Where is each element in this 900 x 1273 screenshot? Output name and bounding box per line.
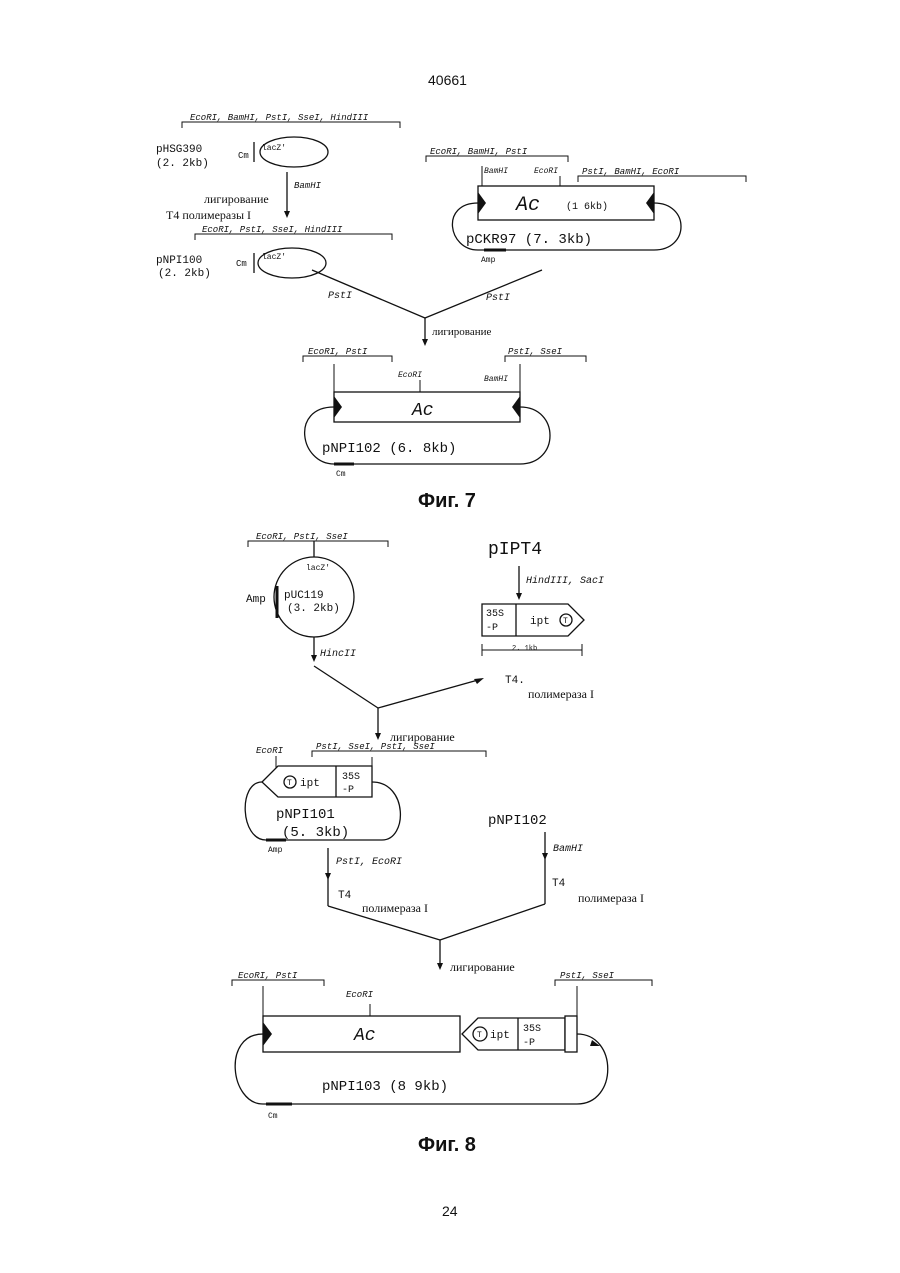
merge-right-enzyme: PstI <box>486 293 510 304</box>
phsg390-gene: lacZ' <box>262 144 286 153</box>
pnpi103-marker: Cm <box>268 1112 278 1121</box>
pnpi103-insert: Ac <box>353 1026 376 1046</box>
pnpi101-gene: ipt <box>300 778 320 790</box>
pnpi101-name: pNPI101 <box>276 807 335 823</box>
pnpi103-terminator: T <box>477 1031 482 1040</box>
pnpi101-sites-right: PstI, SseI, PstI, SseI <box>316 742 435 752</box>
puc119-plasmid: EcoRI, PstI, SseI lacZ' Amp pUC119 (3. 2… <box>246 532 388 662</box>
pnpi102-ref: pNPI102 BamHI T4 полимераза I <box>488 813 644 905</box>
step1-arrow: BamHI лигирование T4 полимеразы I <box>166 172 322 222</box>
pnpi101-enzymes: PstI, EcoRI <box>336 857 402 868</box>
pnpi102-ref-polymerase-a: T4 <box>552 878 566 890</box>
pnpi102-name: pNPI102 (6. 8kb) <box>322 441 456 457</box>
pipt4-polymerase-a: T4. <box>505 675 525 687</box>
step1-enzyme: BamHI <box>294 181 322 191</box>
pnpi102-site-bamhi: BamHI <box>484 375 508 384</box>
pnpi102-ref-name: pNPI102 <box>488 813 547 829</box>
merge2-ligation: лигирование <box>450 960 515 974</box>
pipt4-terminator: T <box>563 617 568 626</box>
pnpi102-insert: Ac <box>411 401 434 421</box>
puc119-sites: EcoRI, PstI, SseI <box>256 532 348 542</box>
pnpi102-site-ecori: EcoRI <box>398 371 422 380</box>
puc119-enzyme: HincII <box>320 648 356 660</box>
pipt4-polymerase-b: полимераза I <box>528 687 594 701</box>
pipt4-length: 2. 1kb <box>512 645 537 653</box>
pnpi101-polymerase-a: T4 <box>338 890 352 902</box>
pnpi103-plasmid: EcoRI, PstI PstI, SseI EcoRI Ac T ipt 35… <box>232 971 652 1121</box>
pnpi103-site-ecori: EcoRI <box>346 990 374 1000</box>
pipt4-enzymes: HindIII, SacI <box>526 575 604 587</box>
pnpi100-sites: EcoRI, PstI, SseI, HindIII <box>202 225 343 235</box>
pipt4-gene: ipt <box>530 616 550 628</box>
pnpi102-sites-right: PstI, SseI <box>508 347 563 357</box>
pckr97-name: pCKR97 (7. 3kb) <box>466 232 592 248</box>
phsg390-marker: Cm <box>238 151 249 161</box>
pnpi101-site-left: EcoRI <box>256 746 284 756</box>
pckr97-marker: Amp <box>481 256 496 265</box>
pnpi102-marker: Cm <box>336 470 346 479</box>
pckr97-plasmid: EcoRI, BamHI, PstI PstI, BamHI, EcoRI Ba… <box>426 147 746 265</box>
pnpi100-name: pNPI100 <box>156 255 202 267</box>
pnpi100-size: (2. 2kb) <box>158 268 211 280</box>
figure-8-diagram: EcoRI, PstI, SseI lacZ' Amp pUC119 (3. 2… <box>0 520 900 1130</box>
pnpi103-promoter2: -P <box>523 1038 535 1049</box>
pnpi101-promoter2: -P <box>342 785 354 796</box>
pnpi100-marker: Cm <box>236 259 247 269</box>
fig8-merge-1: лигирование <box>314 666 484 744</box>
pckr97-sites-right: PstI, BamHI, EcoRI <box>582 167 680 177</box>
phsg390-sites: EcoRI, BamHI, PstI, SseI, HindIII <box>190 113 369 123</box>
pckr97-sites-top: EcoRI, BamHI, PstI <box>430 147 528 157</box>
step1-polymerase: T4 полимеразы I <box>166 208 251 222</box>
phsg390-size: (2. 2kb) <box>156 158 209 170</box>
pnpi101-promoter: 35S <box>342 772 360 783</box>
figure-7-caption: Фиг. 7 <box>418 490 476 513</box>
pckr97-site-ecori: EcoRI <box>534 167 558 176</box>
pckr97-site-bamhi: BamHI <box>484 167 508 176</box>
pnpi103-gene: ipt <box>490 1030 510 1042</box>
pnpi100-gene: lacZ' <box>262 253 286 262</box>
pipt4-plasmid: pIPT4 HindIII, SacI 35S -P ipt T 2. 1kb … <box>482 540 604 701</box>
pnpi103-name: pNPI103 (8 9kb) <box>322 1079 448 1095</box>
pnpi103-sites-left: EcoRI, PstI <box>238 971 298 981</box>
pnpi100-plasmid: EcoRI, PstI, SseI, HindIII lacZ' Cm pNPI… <box>156 225 392 280</box>
puc119-gene: lacZ' <box>306 564 330 573</box>
page-number: 24 <box>442 1203 458 1219</box>
figure-7-diagram: EcoRI, BamHI, PstI, SseI, HindIII lacZ' … <box>0 0 900 500</box>
merge-left-enzyme: PstI <box>328 291 352 302</box>
merge-ligation: лигирование <box>432 326 491 338</box>
figure-8-caption: Фиг. 8 <box>418 1134 476 1157</box>
pnpi102-ref-polymerase-b: полимераза I <box>578 891 644 905</box>
pnpi103-sites-right: PstI, SseI <box>560 971 615 981</box>
pnpi101-marker: Amp <box>268 846 283 855</box>
pipt4-promoter: 35S <box>486 609 504 620</box>
pckr97-insert: Ac <box>514 194 540 217</box>
puc119-name: pUC119 <box>284 590 324 602</box>
pnpi102-sites-left: EcoRI, PstI <box>308 347 368 357</box>
pnpi101-size: (5. 3kb) <box>282 825 349 841</box>
pipt4-promoter2: -P <box>486 623 498 634</box>
puc119-size: (3. 2kb) <box>287 603 340 615</box>
pckr97-insert-size: (1 6kb) <box>566 201 608 213</box>
pnpi103-promoter: 35S <box>523 1024 541 1035</box>
step1-ligation: лигирование <box>204 192 269 206</box>
phsg390-name: pHSG390 <box>156 144 202 156</box>
fig8-merge-2: лигирование <box>328 904 545 974</box>
pnpi101-terminator: T <box>287 779 292 788</box>
puc119-marker: Amp <box>246 594 266 606</box>
pnpi101-polymerase-b: полимераза I <box>362 901 428 915</box>
phsg390-plasmid: EcoRI, BamHI, PstI, SseI, HindIII lacZ' … <box>156 113 400 170</box>
pipt4-name: pIPT4 <box>488 540 542 560</box>
pnpi102-plasmid: EcoRI, PstI PstI, SseI EcoRI BamHI Ac pN… <box>303 347 586 479</box>
pnpi101-plasmid: EcoRI PstI, SseI, PstI, SseI T ipt 35S -… <box>245 742 486 915</box>
fig7-merge: PstI PstI лигирование <box>312 270 542 346</box>
pnpi102-ref-enzyme: BamHI <box>553 844 583 855</box>
